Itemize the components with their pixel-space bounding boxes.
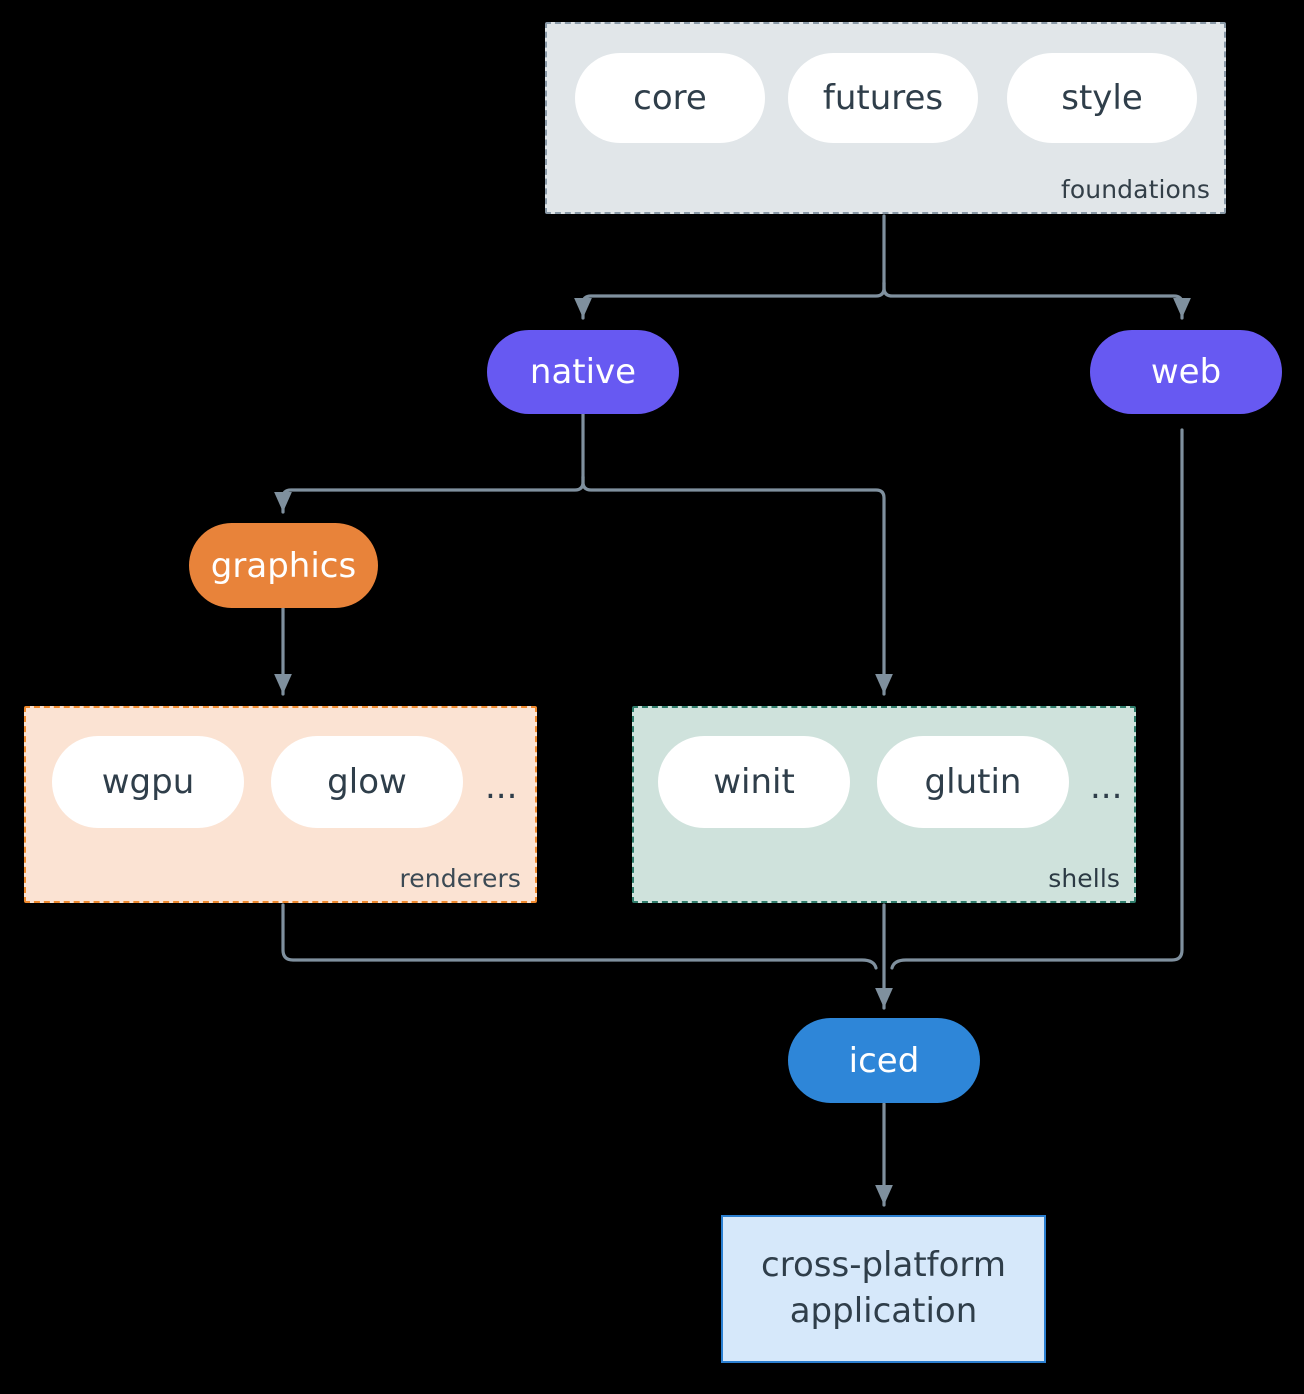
node-winit-label: winit: [713, 762, 795, 802]
node-graphics-label: graphics: [210, 545, 357, 586]
cluster-renderers-label: renderers: [399, 864, 521, 893]
node-web-label: web: [1150, 352, 1222, 392]
node-wgpu-label: wgpu: [101, 762, 195, 802]
cluster-shells: winit glutin ... shells: [632, 706, 1136, 903]
edge-native-to-shells: [581, 475, 893, 696]
node-web[interactable]: web: [1090, 330, 1282, 414]
cluster-renderers: wgpu glow ... renderers: [24, 706, 537, 903]
node-core[interactable]: core: [575, 53, 765, 143]
node-style-label: style: [1061, 78, 1143, 118]
cluster-shells-label: shells: [1048, 864, 1120, 893]
shells-ellipsis: ...: [1090, 767, 1123, 807]
node-iced-label: iced: [848, 1040, 920, 1081]
node-native[interactable]: native: [487, 330, 679, 414]
node-glow-label: glow: [327, 762, 407, 802]
renderers-ellipsis: ...: [485, 767, 518, 807]
node-glutin[interactable]: glutin: [877, 736, 1069, 828]
node-native-label: native: [529, 352, 637, 392]
node-winit[interactable]: winit: [658, 736, 850, 828]
edge-foundations-to-native: [574, 281, 886, 320]
application-label-line1: cross-platform: [761, 1245, 1006, 1286]
node-futures-label: futures: [822, 78, 944, 118]
cluster-foundations: core futures style foundations: [545, 22, 1226, 214]
cluster-foundations-label: foundations: [1061, 175, 1210, 204]
edge-renderers-to-iced: [281, 903, 878, 970]
node-cross-platform-application[interactable]: cross-platform application: [721, 1215, 1046, 1363]
node-graphics[interactable]: graphics: [189, 523, 378, 608]
edge-native-to-graphics: [274, 475, 585, 514]
node-glow[interactable]: glow: [271, 736, 463, 828]
application-label-line2: application: [789, 1291, 978, 1331]
node-core-label: core: [633, 78, 707, 118]
node-iced[interactable]: iced: [788, 1018, 980, 1103]
node-glutin-label: glutin: [924, 762, 1022, 802]
edge-foundations-to-web: [882, 281, 1191, 320]
node-style[interactable]: style: [1007, 53, 1197, 143]
node-futures[interactable]: futures: [788, 53, 978, 143]
node-wgpu[interactable]: wgpu: [52, 736, 244, 828]
